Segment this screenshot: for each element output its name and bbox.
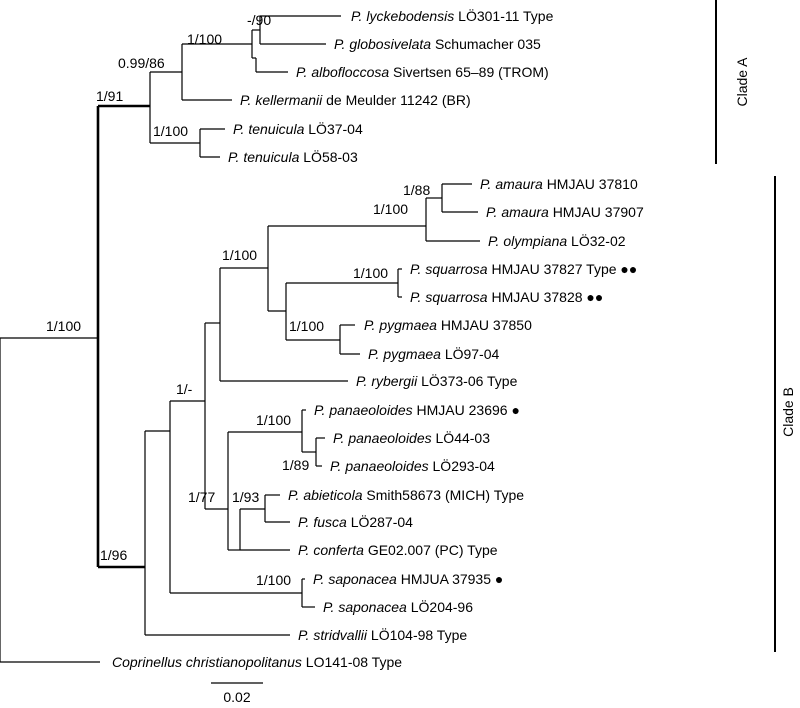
taxon-label: P. rybergii LÖ373-06 Type (356, 372, 518, 389)
clade-annotations: Clade A Clade B (715, 0, 796, 652)
support-values: -/90 1/100 0.99/86 1/91 1/100 1/88 1/100… (46, 12, 430, 588)
taxon-label: P. panaeoloides LÖ44-03 (333, 429, 490, 446)
support-value: 1/100 (289, 318, 324, 334)
taxon-label: P. saponacea HMJUA 37935 ● (313, 571, 503, 587)
scale-bar-label: 0.02 (223, 689, 250, 705)
taxon-label: P. squarrosa HMJAU 37828 ●● (410, 289, 603, 305)
taxon-label: P. tenuicula LÖ37-04 (233, 120, 363, 137)
support-value: 1/100 (353, 265, 388, 281)
clade-a-label: Clade A (734, 57, 750, 107)
support-value: 1/96 (100, 547, 127, 563)
taxon-label: P. saponacea LÖ204-96 (323, 598, 473, 615)
support-value: 1/100 (256, 572, 291, 588)
taxon-label: P. conferta GE02.007 (PC) Type (298, 542, 498, 558)
taxon-label: P. pygmaea HMJAU 37850 (364, 317, 532, 333)
support-value: -/90 (247, 12, 271, 28)
taxon-label: P. squarrosa HMJAU 37827 Type ●● (410, 261, 637, 277)
taxon-label: P. abieticola Smith58673 (MICH) Type (288, 487, 524, 503)
taxon-label: P. amaura HMJAU 37907 (486, 204, 644, 220)
support-value: 1/88 (403, 182, 430, 198)
outgroup-label: Coprinellus christianopolitanus LO141-08… (112, 654, 402, 670)
taxon-labels: P. lyckebodensis LÖ301-11 Type P. globos… (112, 7, 644, 670)
support-value: 1/100 (256, 412, 291, 428)
support-value: 1/77 (188, 489, 215, 505)
support-value: 1/100 (153, 123, 188, 139)
taxon-label: P. kellermanii de Meulder 11242 (BR) (240, 92, 471, 108)
taxon-label: P. fusca LÖ287-04 (298, 513, 413, 530)
support-value: 1/93 (232, 489, 259, 505)
taxon-label: P. globosivelata Schumacher 035 (334, 36, 541, 52)
tree-branches (0, 15, 480, 663)
support-value: 1/89 (282, 457, 309, 473)
taxon-label: P. albofloccosa Sivertsen 65–89 (TROM) (296, 64, 549, 80)
support-value: 1/100 (222, 247, 257, 263)
support-value: 1/100 (187, 31, 222, 47)
scale-bar: 0.02 (211, 682, 263, 705)
support-value: 1/100 (46, 318, 81, 334)
taxon-label: P. pygmaea LÖ97-04 (368, 345, 500, 362)
taxon-label: P. stridvallii LÖ104-98 Type (298, 626, 467, 643)
taxon-label: P. lyckebodensis LÖ301-11 Type (351, 7, 554, 24)
taxon-label: P. panaeoloides HMJAU 23696 ● (314, 402, 520, 418)
support-value: 1/91 (96, 88, 123, 104)
taxon-label: P. panaeoloides LÖ293-04 (330, 457, 495, 474)
taxon-label: P. olympiana LÖ32-02 (488, 232, 626, 249)
taxon-label: P. amaura HMJAU 37810 (480, 176, 638, 192)
support-value: 0.99/86 (118, 55, 165, 71)
taxon-label: P. tenuicula LÖ58-03 (228, 148, 358, 165)
clade-b-label: Clade B (780, 387, 796, 437)
support-value: 1/100 (373, 201, 408, 217)
support-value: 1/- (176, 381, 193, 397)
